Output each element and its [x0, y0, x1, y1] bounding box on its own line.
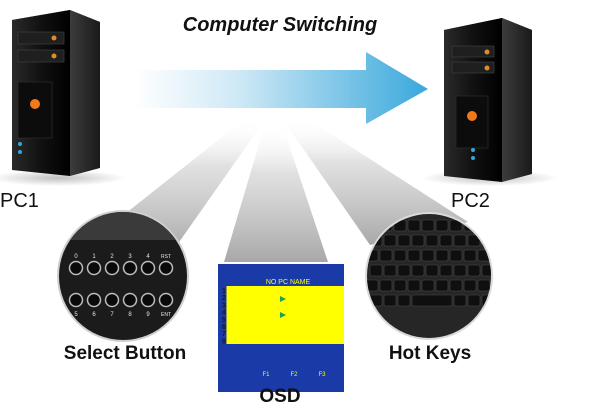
keyboard-key — [397, 264, 411, 277]
osd-row-number: 2 — [222, 295, 226, 302]
select-key-label: 9 — [146, 312, 150, 318]
osd-row-number: 5 — [222, 317, 226, 324]
select-key-label: 0 — [74, 254, 78, 260]
keyboard-key — [367, 279, 379, 292]
osd-footer-key: F1 — [262, 372, 270, 378]
select-key-2[interactable] — [104, 260, 120, 276]
select-key-label: RST — [161, 254, 171, 260]
keyboard-key — [379, 249, 393, 262]
keyboard-key — [397, 234, 411, 247]
keyboard-key — [449, 279, 463, 292]
beam-osd — [224, 124, 328, 262]
keyboard-key — [407, 279, 421, 292]
keyboard-key — [397, 294, 411, 307]
keyboard-key — [407, 219, 421, 232]
keyboard-key — [393, 249, 407, 262]
select-key-4[interactable] — [140, 260, 156, 276]
osd-marker-2 — [280, 312, 286, 318]
keyboard-key — [383, 294, 397, 307]
diagram-title: Computer Switching — [182, 14, 378, 36]
pc2-label: PC2 — [451, 190, 490, 212]
select-key-label: 3 — [128, 254, 132, 260]
osd-row-number: 3 — [222, 302, 226, 309]
select-key-grid: 0 1 2 3 4 RST 5 6 7 8 9 ENT — [68, 254, 174, 318]
select-key-label: 4 — [146, 254, 150, 260]
select-key-1[interactable] — [86, 260, 102, 276]
pc1-label: PC1 — [0, 190, 39, 212]
keyboard-key — [477, 219, 491, 232]
osd-row-number: 6 — [222, 324, 226, 331]
keyboard-key — [379, 279, 393, 292]
select-key-label: 2 — [110, 254, 114, 260]
osd-row-number: 8 — [222, 338, 226, 345]
keyboard-key — [425, 234, 439, 247]
keyboard-key — [463, 249, 477, 262]
pc2-tower-icon — [422, 18, 558, 186]
keyboard-key — [477, 279, 491, 292]
keyboard-key — [369, 264, 383, 277]
keyboard-key — [411, 294, 453, 307]
keyboard-key — [449, 249, 463, 262]
select-key-6[interactable] — [86, 292, 102, 308]
select-key-label: 1 — [92, 254, 96, 260]
osd-row-number: 7 — [222, 331, 226, 338]
keyboard-key — [411, 234, 425, 247]
select-key-0[interactable] — [68, 260, 84, 276]
osd-marker-1 — [280, 296, 286, 302]
keyboard-key — [435, 249, 449, 262]
switching-arrow — [135, 52, 428, 124]
keyboard-key — [421, 219, 435, 232]
keyboard-key — [421, 279, 435, 292]
keyboard-key — [439, 234, 453, 247]
pc1-tower-icon — [0, 10, 126, 186]
keyboard-key — [421, 249, 435, 262]
osd-label: OSD — [259, 386, 301, 407]
keyboard-key — [453, 234, 467, 247]
keyboard-key — [481, 264, 491, 277]
keyboard-key — [383, 234, 397, 247]
keyboard-key — [435, 219, 449, 232]
keyboard-key — [453, 294, 467, 307]
keyboard-key — [435, 279, 449, 292]
select-key-3[interactable] — [122, 260, 138, 276]
keyboard-key — [425, 264, 439, 277]
osd-footer-key: F3 — [318, 372, 326, 378]
keyboard-key — [467, 264, 481, 277]
hot-keys-label: Hot Keys — [388, 343, 472, 364]
keyboard-key — [439, 264, 453, 277]
keyboard-key — [463, 279, 477, 292]
select-key-ent[interactable] — [158, 292, 174, 308]
select-key-7[interactable] — [104, 292, 120, 308]
select-key-label: 5 — [74, 312, 78, 318]
osd-footer-key: F2 — [290, 372, 298, 378]
osd-footer: F1 F2 F3 — [262, 372, 326, 378]
osd-row-number: 4 — [222, 310, 226, 317]
select-key-label: ENT — [161, 312, 171, 318]
keyboard-key — [467, 294, 481, 307]
keyboard-key — [407, 249, 421, 262]
select-key-label: 8 — [128, 312, 132, 318]
keyboard-key — [453, 264, 467, 277]
select-key-rst[interactable] — [158, 260, 174, 276]
select-key-9[interactable] — [140, 292, 156, 308]
select-button-label: Select Button — [63, 343, 187, 364]
keyboard-key — [383, 264, 397, 277]
select-key-8[interactable] — [122, 292, 138, 308]
select-key-5[interactable] — [68, 292, 84, 308]
select-key-label: 7 — [110, 312, 114, 318]
select-key-label: 6 — [92, 312, 96, 318]
osd-row-number: 1 — [222, 288, 226, 295]
osd-header: NO PC NAME — [266, 279, 311, 286]
keyboard-key — [393, 279, 407, 292]
keyboard-key — [411, 264, 425, 277]
